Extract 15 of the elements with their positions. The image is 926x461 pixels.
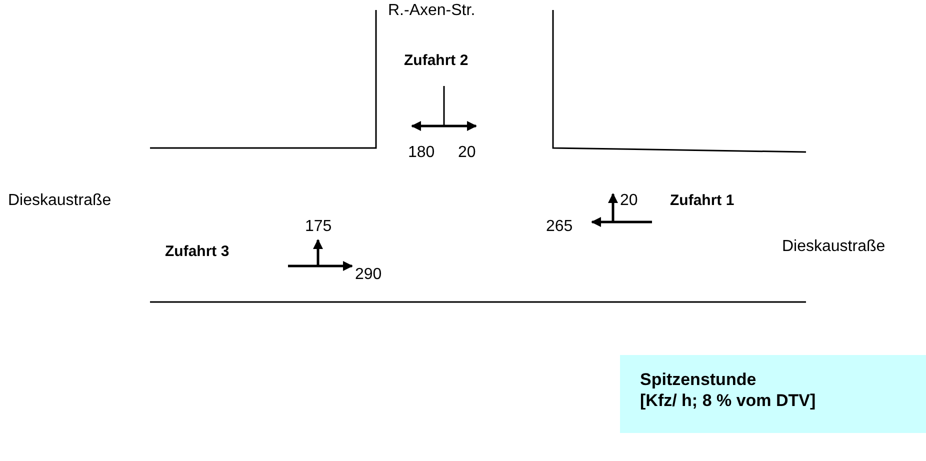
note-text: [Kfz/ h; 8 % vom DTV] xyxy=(640,390,817,411)
traffic-count: 290 xyxy=(355,266,382,284)
street-name: Dieskaustraße xyxy=(782,238,886,256)
approach-label: Zufahrt 2 xyxy=(404,52,468,70)
traffic-count: 265 xyxy=(546,218,573,236)
note-text: Spitzenstunde xyxy=(640,369,758,390)
traffic-count: 180 xyxy=(408,144,435,162)
street-name: Dieskaustraße xyxy=(8,192,112,210)
approach-label: Zufahrt 1 xyxy=(670,192,734,210)
traffic-count: 20 xyxy=(620,192,638,210)
legend-box xyxy=(620,355,926,433)
street-name: R.-Axen-Str. xyxy=(388,2,476,20)
traffic-count: 175 xyxy=(305,218,332,236)
traffic-count: 20 xyxy=(458,144,476,162)
approach-label: Zufahrt 3 xyxy=(165,243,230,261)
